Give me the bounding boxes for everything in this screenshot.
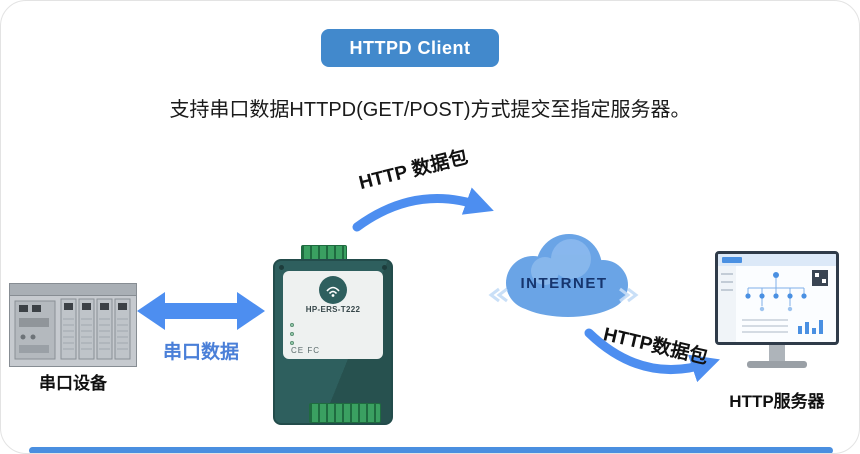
dashboard-icon [718, 254, 836, 342]
http-server-label: HTTP服务器 [729, 392, 825, 411]
led-icon [290, 332, 294, 336]
led-icon [290, 323, 294, 327]
uplink-arrow-icon [352, 187, 494, 232]
device-faceplate: HP-ERS-T222 CE FC [283, 271, 383, 359]
serial-server-illustration: HP-ERS-T222 CE FC [273, 245, 393, 443]
wifi-icon [326, 286, 340, 297]
badge-label: HTTPD Client [349, 37, 471, 58]
led-indicators [290, 323, 294, 345]
monitor-stand-base [747, 361, 807, 368]
serial-device-illustration [9, 283, 137, 367]
server-monitor-illustration [715, 251, 841, 383]
monitor-screen [715, 251, 839, 345]
headline: 支持串口数据HTTPD(GET/POST)方式提交至指定服务器。 [169, 99, 691, 121]
led-icon [290, 341, 294, 345]
device-model-label: HP-ERS-T222 [305, 305, 361, 314]
downlink-arrow-icon [584, 328, 720, 383]
serial-data-label: 串口数据 [162, 342, 239, 363]
screw-icon [279, 265, 284, 270]
internet-label: INTERNET [520, 275, 608, 292]
bidirectional-arrow-icon [137, 292, 265, 330]
internet-cloud [481, 227, 646, 327]
terminal-block-bottom [309, 403, 381, 423]
serial-device-label: 串口设备 [39, 374, 107, 393]
device-body: HP-ERS-T222 CE FC [273, 259, 393, 425]
httpd-client-badge: HTTPD Client [321, 29, 499, 67]
screw-icon [382, 265, 387, 270]
brand-logo-icon [319, 276, 347, 304]
certification-marks: CE FC [291, 346, 320, 355]
monitor-stand-neck [769, 345, 785, 361]
bottom-accent-bar [29, 447, 833, 453]
cloud-icon [488, 234, 639, 317]
plc-icon [9, 283, 137, 367]
